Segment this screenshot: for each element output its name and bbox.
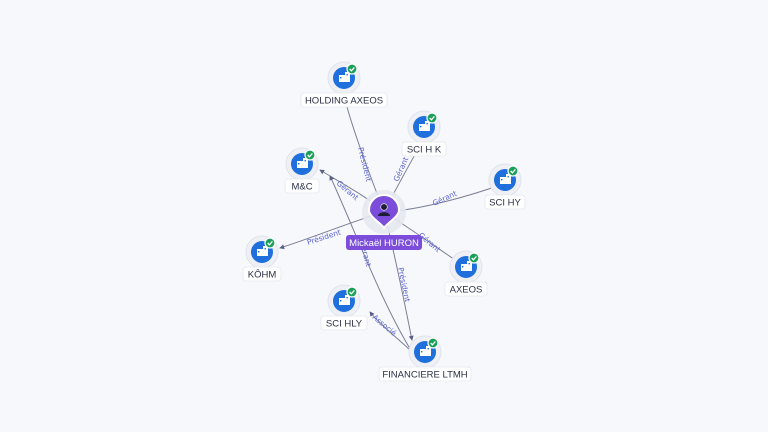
company-label: SCI HY <box>489 198 521 209</box>
verified-check-icon <box>426 112 438 124</box>
person-label: Mickaël HURON <box>349 238 419 249</box>
company-label: FINANCIERE LTMH <box>382 370 467 381</box>
company-node-sci-h-k[interactable]: SCI H K <box>401 110 447 157</box>
building-icon <box>461 261 472 271</box>
building-icon <box>500 174 511 184</box>
company-label: SCI HLY <box>326 319 363 330</box>
building-icon <box>297 158 308 168</box>
building-icon <box>420 346 431 356</box>
building-icon <box>339 72 350 82</box>
building-icon <box>419 121 430 131</box>
company-label: M&C <box>291 182 312 193</box>
edge-financiere-to-sci-hly[interactable] <box>369 311 413 353</box>
building-icon <box>339 295 350 305</box>
person-node[interactable]: Mickaël HURON <box>346 190 422 250</box>
verified-check-icon <box>346 286 358 298</box>
edge-label-sci-h-k: Gérant <box>392 156 411 183</box>
company-label: HOLDING AXEOS <box>305 96 383 107</box>
company-node-m-c[interactable]: M&C <box>284 147 320 194</box>
company-label: AXEOS <box>450 285 483 296</box>
verified-check-icon <box>468 252 480 264</box>
edge-label-holding-axeos: Président <box>356 146 373 182</box>
edge-label-m-c: Gérant <box>335 179 361 203</box>
person-label-tag <box>346 235 422 250</box>
verified-check-icon <box>346 63 358 75</box>
company-node-sci-hly[interactable]: SCI HLY <box>320 284 368 331</box>
edge-label-sci-hly-associe: Associé <box>371 313 399 338</box>
map-pin-icon <box>367 194 401 230</box>
company-node-axeos[interactable]: AXEOS <box>444 250 488 297</box>
edge-label-sci-hy: Gérant <box>431 189 458 208</box>
verified-check-icon <box>304 149 316 161</box>
verified-check-icon <box>507 165 519 177</box>
edge-label-financiere-ltmh: Président <box>396 267 412 303</box>
company-label: SCI H K <box>407 145 442 156</box>
verified-check-icon <box>264 237 276 249</box>
company-label: KÔHM <box>248 270 277 281</box>
company-node-holding-axeos[interactable]: HOLDING AXEOS <box>300 61 388 108</box>
company-node-sci-hy[interactable]: SCI HY <box>484 163 526 210</box>
company-node-kohm[interactable]: KÔHM <box>242 235 282 282</box>
edge-financiere-to-m-c[interactable] <box>329 175 413 353</box>
edge-label-kohm: Président <box>306 228 342 247</box>
building-icon <box>257 246 268 256</box>
verified-check-icon <box>427 337 439 349</box>
company-node-financiere-ltmh[interactable]: FINANCIERE LTMH <box>378 335 472 382</box>
person-icon <box>378 203 390 216</box>
